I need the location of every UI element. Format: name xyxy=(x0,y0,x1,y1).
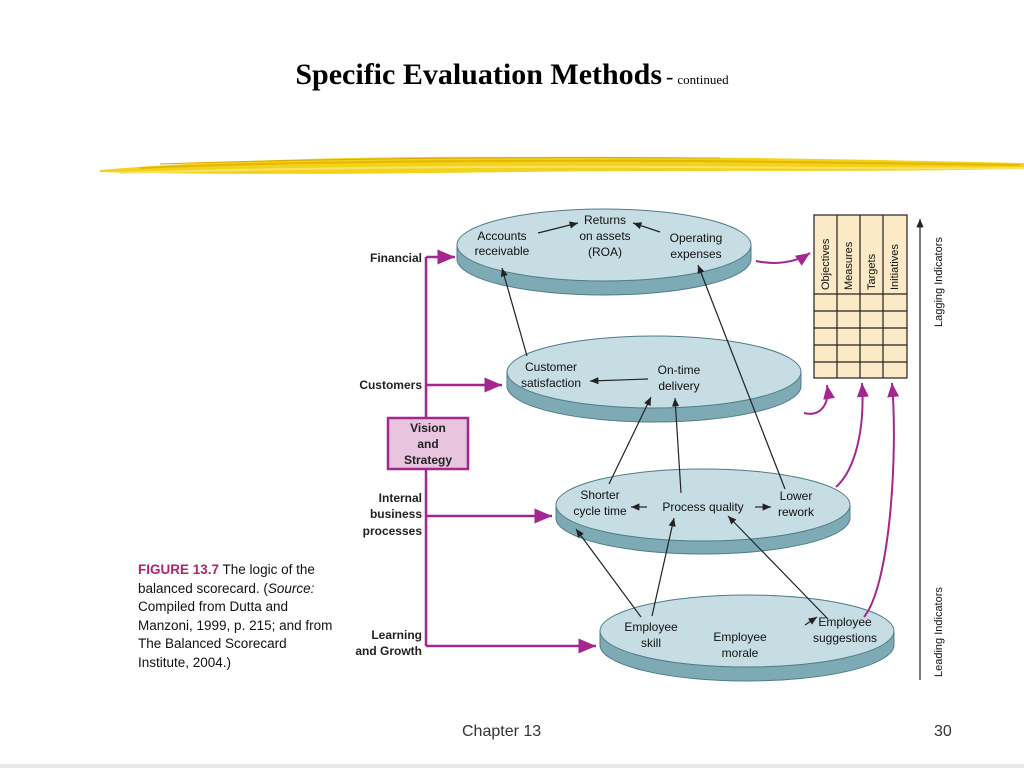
figure-caption: FIGURE 13.7 The logic of the balanced sc… xyxy=(138,562,333,670)
node-lower-2: rework xyxy=(778,505,815,519)
grid-col-initiatives: Initiatives xyxy=(889,244,901,290)
node-ontime-2: delivery xyxy=(658,379,699,393)
grid-col-measures: Measures xyxy=(843,241,855,290)
node-accounts-2: receivable xyxy=(475,244,530,258)
node-shorter-1: Shorter xyxy=(580,488,619,502)
vision-strategy-box xyxy=(386,416,470,471)
caption-source-text: Compiled from Dutta and Manzoni, 1999, p… xyxy=(138,599,333,670)
scorecard-grid: Objectives Measures Targets Initiatives xyxy=(813,214,908,379)
node-skill-1: Employee xyxy=(624,620,678,634)
node-operating-2: expenses xyxy=(670,247,721,261)
page-number: 30 xyxy=(934,723,952,740)
learning-disc xyxy=(599,594,895,682)
node-returns-3: (ROA) xyxy=(588,245,622,259)
node-suggest-2: suggestions xyxy=(813,631,877,645)
label-learning-1: Learning xyxy=(371,628,422,642)
vision-line1: Vision xyxy=(410,421,446,435)
caption-label: FIGURE 13.7 xyxy=(138,562,220,577)
label-customers: Customers xyxy=(359,378,422,392)
grid-col-objectives: Objectives xyxy=(820,238,832,290)
node-morale-2: morale xyxy=(722,646,759,660)
label-internal-1: Internal xyxy=(379,491,422,505)
caption-text: The logic of the balanced scorecard. xyxy=(138,562,315,596)
node-process-quality: Process quality xyxy=(662,500,743,514)
label-internal-2: business xyxy=(370,507,422,521)
node-morale-1: Employee xyxy=(713,630,767,644)
label-internal-3: processes xyxy=(363,524,423,538)
title-suffix: continued xyxy=(677,72,729,87)
customers-disc xyxy=(506,335,802,423)
node-suggest-1: Employee xyxy=(818,615,872,629)
title-separator: - xyxy=(666,64,674,89)
node-custsat-2: satisfaction xyxy=(521,376,581,390)
leading-label: Leading Indicators xyxy=(933,587,945,677)
node-shorter-2: cycle time xyxy=(573,504,627,518)
node-accounts-1: Accounts xyxy=(477,229,526,243)
node-custsat-1: Customer xyxy=(525,360,577,374)
bottom-divider xyxy=(0,764,1024,768)
brush-stroke-divider xyxy=(100,156,1024,174)
grid-col-targets: Targets xyxy=(866,253,878,290)
balanced-scorecard-diagram: Vision and Strategy Financial Customers … xyxy=(355,208,945,682)
vision-line3: Strategy xyxy=(404,453,452,467)
title-main: Specific Evaluation Methods xyxy=(295,58,663,91)
slide-title: Specific Evaluation Methods - continued xyxy=(0,58,1024,92)
label-learning-2: and Growth xyxy=(355,644,422,658)
footer-chapter: Chapter 13 xyxy=(462,723,542,740)
node-skill-2: skill xyxy=(641,636,661,650)
node-returns-2: on assets xyxy=(579,229,630,243)
caption-source-label: Source: xyxy=(267,580,315,596)
vision-line2: and xyxy=(417,437,438,451)
node-ontime-1: On-time xyxy=(658,363,701,377)
financial-disc xyxy=(456,208,752,296)
internal-disc xyxy=(555,468,851,555)
node-lower-1: Lower xyxy=(780,489,813,503)
node-operating-1: Operating xyxy=(670,231,723,245)
label-financial: Financial xyxy=(370,251,422,265)
node-returns-1: Returns xyxy=(584,213,626,227)
lagging-label: Lagging Indicators xyxy=(933,237,945,327)
